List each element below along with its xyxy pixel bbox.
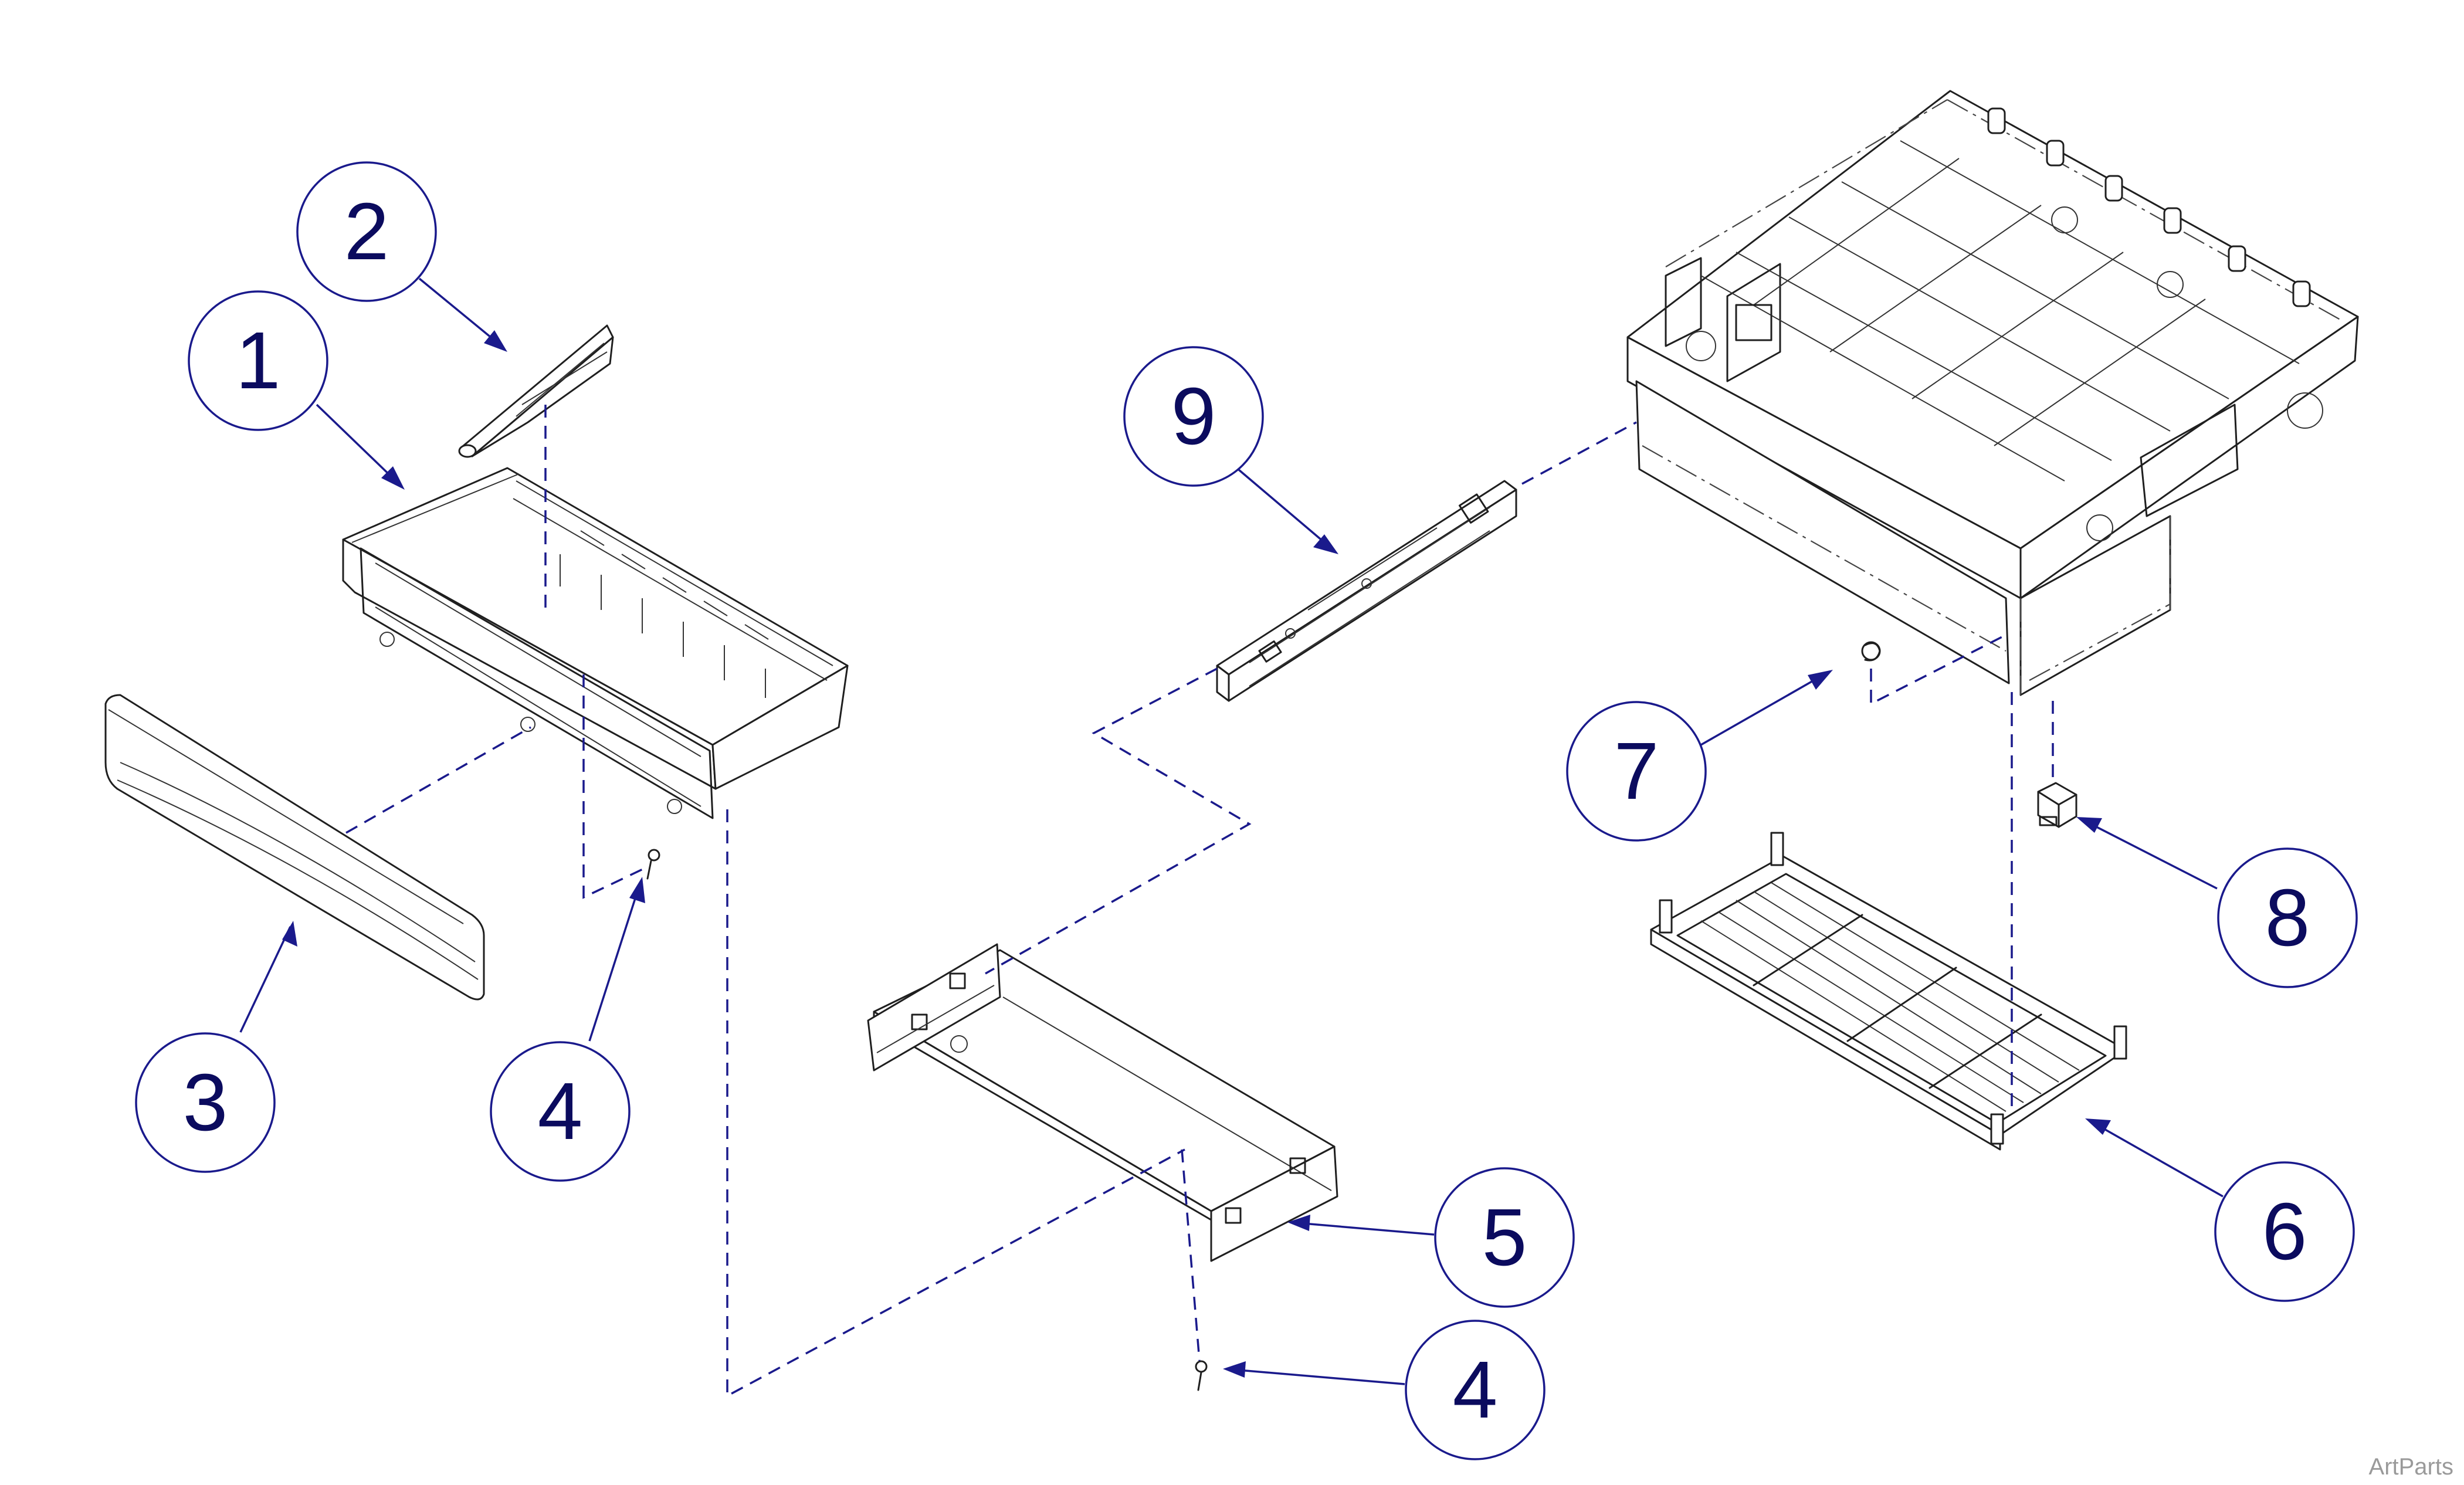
part-screw-lower: [1195, 1360, 1208, 1391]
part-drawer-pan: [342, 467, 849, 819]
callout-3: 3: [135, 1032, 276, 1173]
part-tray: [867, 943, 1338, 1262]
callout-1: 1: [188, 290, 328, 431]
callout-4-lower: 4: [1405, 1320, 1545, 1460]
callout-1-label: 1: [236, 316, 281, 406]
callout-4-upper-label: 4: [538, 1066, 583, 1157]
part-slide-rail: [1216, 480, 1517, 702]
part-screw-upper: [646, 849, 660, 880]
callout-7: 7: [1566, 701, 1707, 842]
callout-9: 9: [1123, 346, 1264, 487]
callout-4-upper: 4: [490, 1041, 631, 1182]
part-drawer-front: [104, 694, 485, 1001]
callout-8: 8: [2217, 847, 2358, 988]
drawer-clips: [560, 530, 769, 698]
callout-5: 5: [1434, 1167, 1575, 1308]
callout-7-label: 7: [1614, 726, 1659, 816]
callout-6: 6: [2214, 1161, 2355, 1302]
part-wire-rack: [1650, 832, 2127, 1151]
watermark-text: ArtParts: [2368, 1454, 2453, 1480]
callout-9-label: 9: [1171, 371, 1216, 462]
callout-2-label: 2: [344, 187, 389, 277]
assembly-lines: [345, 405, 2054, 1398]
part-clip: [1861, 641, 1881, 662]
callout-6-label: 6: [2262, 1186, 2307, 1277]
frame-rollers: [1987, 107, 2311, 307]
callout-4-lower-label: 4: [1453, 1345, 1498, 1435]
part-range-frame: [1626, 90, 2359, 696]
part-divider: [458, 324, 614, 458]
callout-8-label: 8: [2265, 873, 2310, 963]
part-switch: [2037, 782, 2077, 828]
callout-5-label: 5: [1482, 1192, 1527, 1283]
callout-2: 2: [296, 161, 437, 302]
callout-3-label: 3: [183, 1057, 228, 1148]
callout-leaders: [239, 277, 2224, 1385]
